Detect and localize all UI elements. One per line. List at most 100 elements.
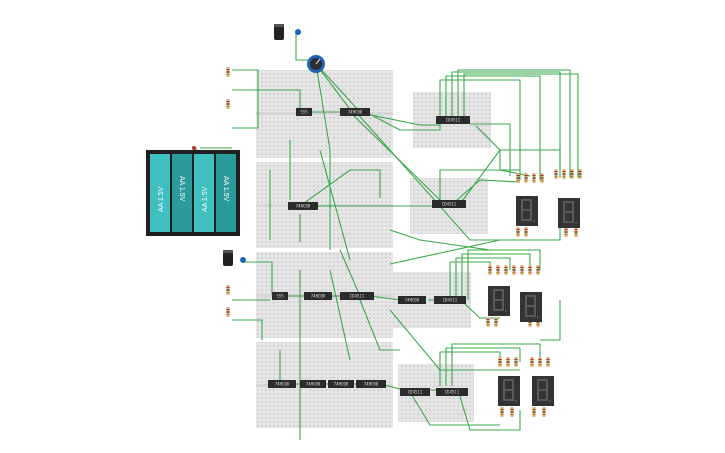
ic-chip[interactable]: CD4511 (436, 116, 470, 124)
wire[interactable] (451, 71, 561, 178)
ic-chip[interactable]: 74HC08 (304, 292, 332, 300)
ic-chip[interactable]: 74HC08 (288, 202, 318, 210)
wire[interactable] (244, 261, 273, 294)
wire[interactable] (445, 347, 521, 386)
resistor-icon[interactable] (516, 227, 520, 237)
wire[interactable] (467, 249, 541, 300)
wire[interactable] (232, 89, 301, 112)
breadboard-2[interactable] (256, 162, 393, 248)
wire[interactable] (319, 149, 351, 261)
resistor-icon[interactable] (516, 173, 520, 183)
wire[interactable] (459, 149, 561, 205)
resistor-icon[interactable] (532, 407, 536, 417)
resistor-icon[interactable] (528, 265, 532, 275)
resistor-icon[interactable] (496, 265, 500, 275)
battery-terminal-icon[interactable] (192, 146, 196, 150)
wire[interactable] (409, 391, 500, 426)
resistor-icon[interactable] (546, 357, 550, 367)
resistor-icon[interactable] (486, 317, 490, 327)
resistor-icon[interactable] (226, 99, 230, 109)
resistor-icon[interactable] (514, 357, 518, 367)
ic-chip[interactable]: CD4511 (340, 292, 374, 300)
resistor-icon[interactable] (532, 173, 536, 183)
resistor-icon[interactable] (512, 265, 516, 275)
resistor-icon[interactable] (500, 407, 504, 417)
electrolytic-capacitor-icon[interactable] (223, 250, 233, 266)
ic-chip[interactable]: CD4511 (434, 296, 466, 304)
resistor-icon[interactable] (524, 173, 528, 183)
resistor-icon[interactable] (498, 357, 502, 367)
wire[interactable] (365, 113, 440, 126)
wire[interactable] (389, 228, 561, 265)
wire[interactable] (455, 257, 511, 296)
resistor-icon[interactable] (542, 407, 546, 417)
seven-segment-display-icon[interactable]: 8 (532, 376, 554, 412)
resistor-icon[interactable] (578, 169, 582, 179)
ic-chip[interactable]: 74HC08 (340, 108, 370, 116)
resistor-icon[interactable] (538, 357, 542, 367)
led-icon[interactable] (240, 257, 246, 263)
resistor-icon[interactable] (488, 265, 492, 275)
seven-segment-display-icon[interactable]: 8 (498, 376, 520, 412)
wire[interactable] (464, 303, 500, 319)
resistor-icon[interactable] (536, 265, 540, 275)
wire[interactable] (369, 295, 401, 301)
wire[interactable] (457, 389, 521, 431)
wire[interactable] (359, 299, 400, 351)
potentiometer-icon[interactable] (307, 55, 325, 73)
wire[interactable] (232, 319, 263, 340)
resistor-icon[interactable] (540, 173, 544, 183)
resistor-icon[interactable] (510, 407, 514, 417)
wire[interactable] (339, 249, 361, 297)
ic-chip[interactable]: CD4511 (436, 388, 468, 396)
resistor-icon[interactable] (554, 169, 558, 179)
electrolytic-capacitor-icon[interactable] (274, 24, 284, 40)
wire[interactable] (439, 79, 521, 180)
resistor-icon[interactable] (506, 357, 510, 367)
seven-segment-display-icon[interactable]: 8 (558, 198, 580, 234)
wire[interactable] (389, 309, 520, 371)
wire[interactable] (315, 63, 353, 113)
resistor-icon[interactable] (494, 317, 498, 327)
ic-chip[interactable]: 74HC08 (398, 296, 426, 304)
wire[interactable] (475, 125, 531, 177)
ic-chip[interactable]: 555 (272, 292, 288, 300)
led-icon[interactable] (295, 29, 301, 35)
resistor-icon[interactable] (226, 307, 230, 317)
resistor-icon[interactable] (226, 285, 230, 295)
wire[interactable] (463, 73, 579, 178)
wire[interactable] (449, 179, 521, 207)
wire[interactable] (461, 253, 531, 296)
battery-pack-icon[interactable]: AA 1.5V AA 1.5V AA 1.5V AA 1.5V (146, 146, 240, 236)
seven-segment-display-icon[interactable]: 8 (520, 292, 542, 328)
seven-segment-display-icon[interactable]: 8 (516, 196, 538, 232)
ic-chip[interactable]: 74HC08 (268, 380, 296, 388)
resistor-icon[interactable] (574, 227, 578, 237)
wire[interactable] (389, 229, 491, 251)
wire[interactable] (299, 169, 381, 207)
ic-chip[interactable]: 74HC08 (300, 380, 326, 388)
wire[interactable] (457, 69, 571, 178)
wire[interactable] (540, 300, 561, 341)
resistor-icon[interactable] (504, 265, 508, 275)
wire[interactable] (451, 343, 541, 386)
resistor-icon[interactable] (570, 169, 574, 179)
wire[interactable] (445, 75, 541, 180)
wire[interactable] (439, 169, 520, 204)
wire[interactable] (470, 123, 511, 176)
ic-chip[interactable]: 555 (296, 108, 312, 116)
ic-chip[interactable]: 74HC08 (328, 380, 354, 388)
wire[interactable] (232, 69, 259, 129)
resistor-icon[interactable] (524, 227, 528, 237)
ic-chip[interactable]: CD4511 (400, 388, 430, 396)
wire[interactable] (317, 65, 361, 113)
ic-chip[interactable]: 74HC08 (356, 380, 386, 388)
wire[interactable] (315, 63, 331, 250)
resistor-icon[interactable] (520, 265, 524, 275)
resistor-icon[interactable] (530, 357, 534, 367)
resistor-icon[interactable] (562, 169, 566, 179)
ic-chip[interactable]: CD4511 (432, 200, 466, 208)
wire[interactable] (329, 269, 351, 361)
resistor-icon[interactable] (564, 227, 568, 237)
resistor-icon[interactable] (226, 67, 230, 77)
